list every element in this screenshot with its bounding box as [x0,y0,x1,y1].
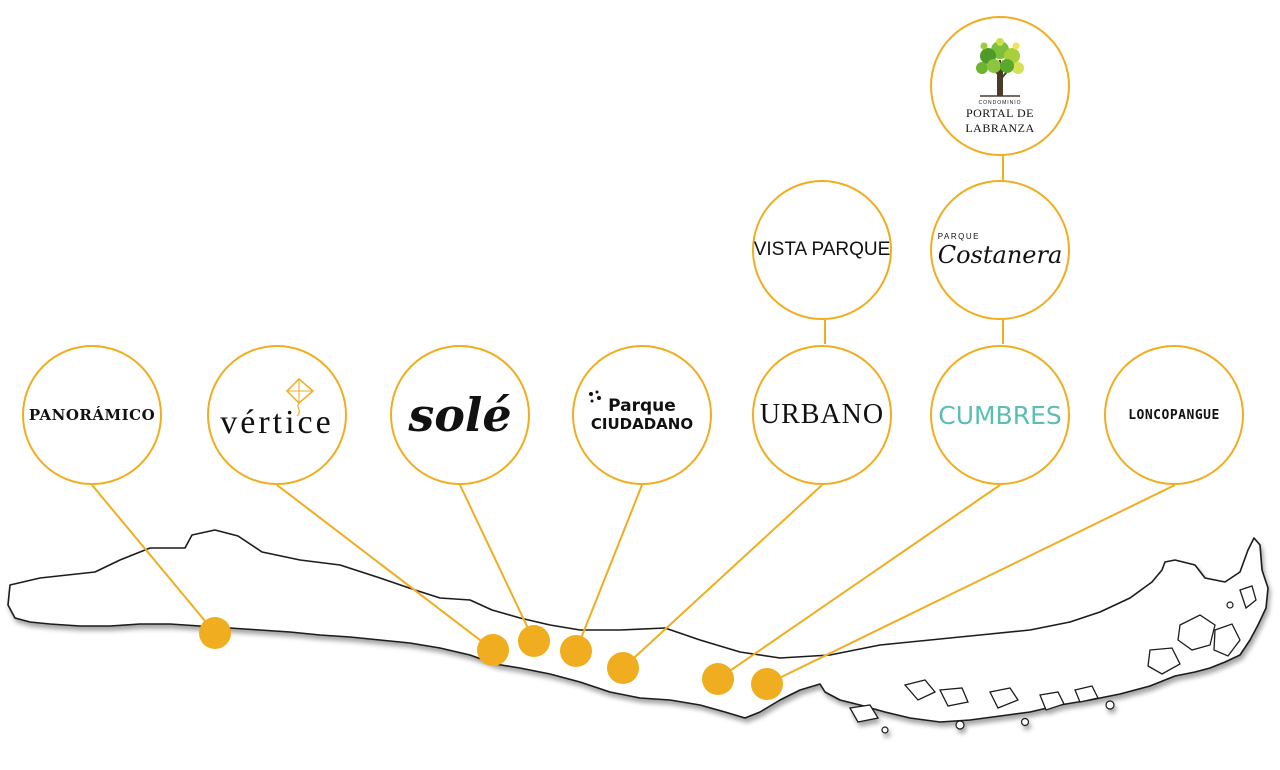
connector-parque-ciudadano [575,484,643,652]
connector-cumbres [717,484,1001,680]
bubble-loncopangue[interactable]: LONCOPANGUE [1104,345,1244,485]
logo-costanera-prefix: PARQUE [937,231,980,241]
island-6 [938,687,969,707]
islet-4 [1226,601,1234,609]
bubble-parque-ciudadano[interactable]: Parque CIUDADANO [572,345,712,485]
logo-parque-ciudadano-line2: CIUDADANO [590,415,694,433]
bubble-portal-labranza[interactable]: CONDOMINIO PORTAL DE LABRANZA [930,16,1070,156]
logo-portal-prefix: CONDOMINIO [978,100,1022,106]
island-5 [903,679,937,701]
connector-loncopangue [766,484,1176,685]
bubble-vertice[interactable]: vértice [207,345,347,485]
bubble-cumbres[interactable]: CUMBRES [930,345,1070,485]
marker-vertice[interactable] [477,634,509,666]
island-1 [1177,614,1216,651]
bubble-costanera[interactable]: PARQUE Costanera [930,180,1070,320]
region-map-outline [7,529,1269,734]
marker-loncopangue[interactable] [751,668,783,700]
island-8 [1039,691,1065,711]
bubble-vista-parque[interactable]: VISTA PARQUE [752,180,892,320]
logo-parque-ciudadano: Parque CIUDADANO [591,397,693,433]
logo-loncopangue: LONCOPANGUE [1128,407,1220,423]
logo-costanera-name: Costanera [937,240,1063,269]
logo-urbano: URBANO [759,399,885,430]
island-2 [1213,623,1241,657]
logo-sole: solé [408,388,512,442]
sparkle-icon [589,390,601,403]
logo-vertice: vértice [220,404,334,441]
logo-vista-parque: VISTA PARQUE [753,239,891,260]
logo-parque-ciudadano-line1: Parque [608,396,676,416]
bubble-panoramico[interactable]: PANORÁMICO [22,345,162,485]
marker-panoramico[interactable] [199,617,231,649]
bubble-urbano[interactable]: URBANO [752,345,892,485]
connector-vertice [276,484,494,651]
island-3 [1147,647,1181,675]
connector-sole [459,484,535,642]
marker-sole[interactable] [518,625,550,657]
logo-costanera: PARQUE Costanera [938,232,1063,269]
island-10 [848,704,880,723]
logo-portal-labranza: CONDOMINIO PORTAL DE LABRANZA [932,36,1068,136]
island-9 [1074,685,1099,703]
islet-5 [881,726,889,734]
logo-portal-name: PORTAL DE LABRANZA [965,106,1035,135]
kite-icon [285,377,315,417]
marker-urbano[interactable] [607,652,639,684]
island-7 [989,687,1019,709]
marker-cumbres[interactable] [702,663,734,695]
tree-icon [976,38,1024,97]
islet-1 [955,720,965,730]
islet-3 [1105,700,1115,710]
marker-parque-ciudadano[interactable] [560,635,592,667]
location-markers [199,617,783,700]
mainland-outline [7,529,1269,723]
bubble-sole[interactable]: solé [390,345,530,485]
connector-panoramico [91,484,216,634]
logo-panoramico: PANORÁMICO [28,406,156,424]
island-4 [1239,585,1257,610]
connector-urbano [622,484,823,669]
connector-lines [91,156,1176,685]
logo-cumbres: CUMBRES [938,400,1062,430]
islet-2 [1020,717,1030,727]
